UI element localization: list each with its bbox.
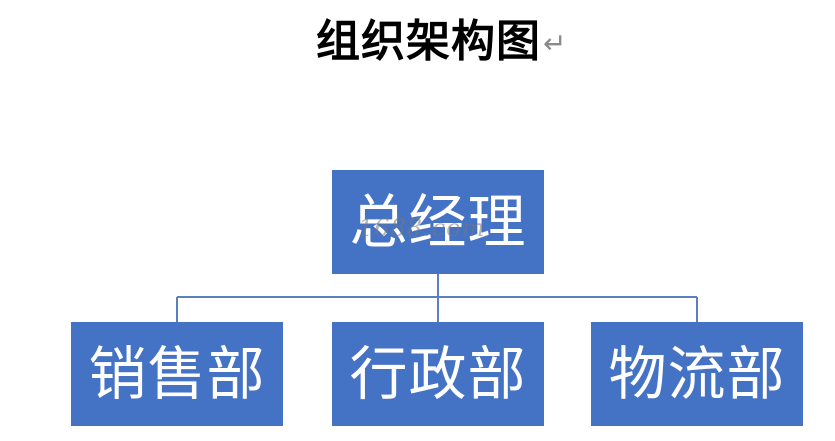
org-node-child-label: 销售部	[88, 340, 266, 408]
org-node-child-logistics[interactable]: 物流部	[591, 322, 803, 426]
org-node-root-label: 总经理	[349, 188, 527, 256]
org-node-child-label: 行政部	[349, 340, 527, 408]
org-node-root[interactable]: 总经理	[332, 170, 544, 274]
title-row: 组织架构图 ↵	[316, 12, 566, 72]
paragraph-mark-icon: ↵	[543, 27, 567, 60]
org-node-child-label: 物流部	[608, 340, 786, 408]
org-node-child-admin[interactable]: 行政部	[332, 322, 544, 426]
diagram-title: 组织架构图	[316, 16, 541, 67]
org-node-child-sales[interactable]: 销售部	[71, 322, 283, 426]
